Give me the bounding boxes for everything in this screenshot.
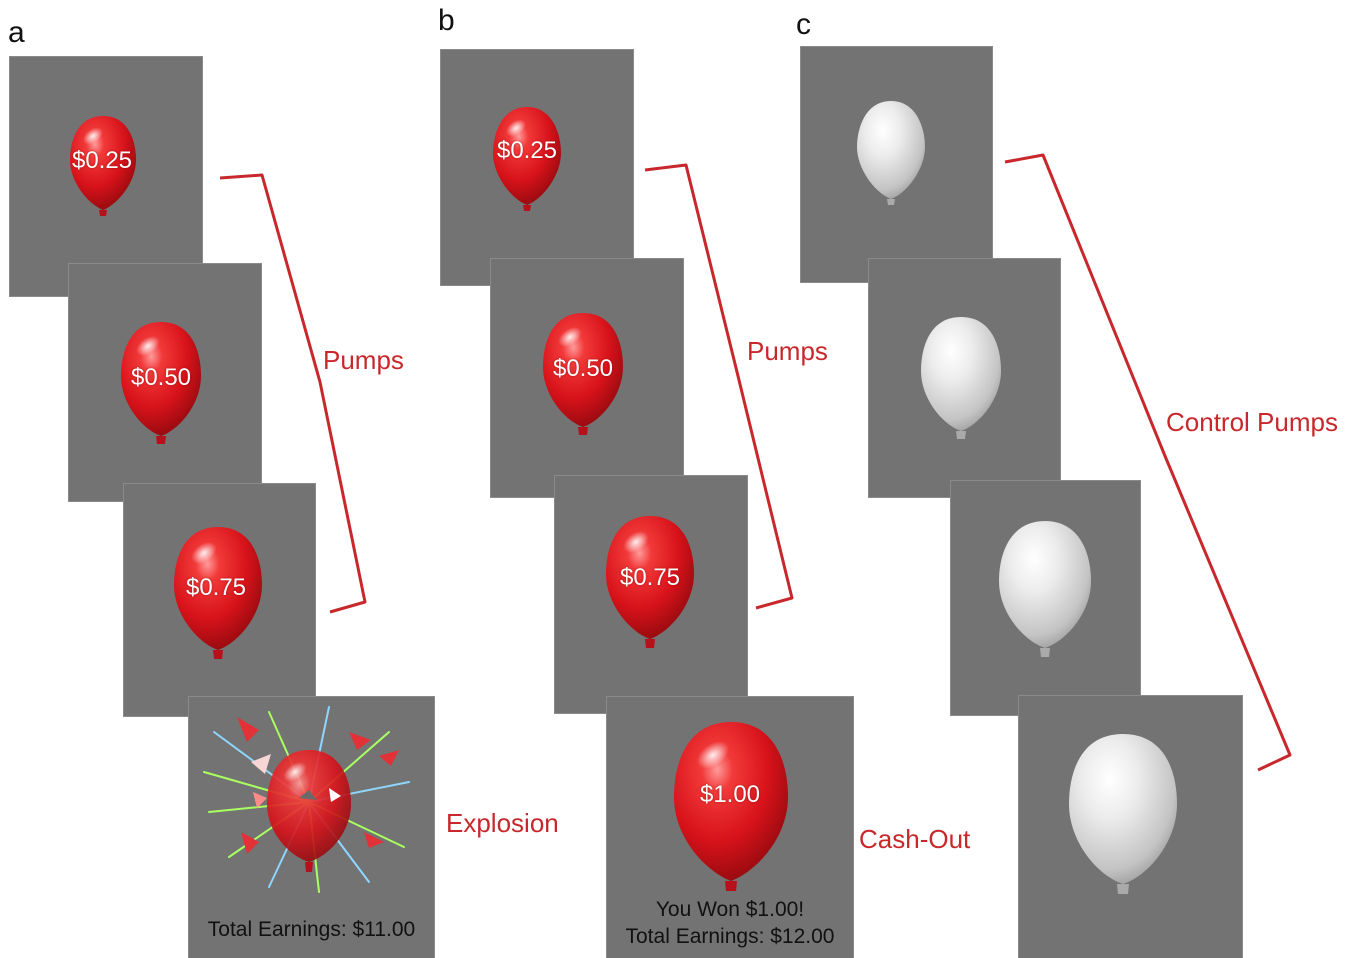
panel-c-frame-1 xyxy=(800,46,993,283)
you-won-caption: You Won $1.00! xyxy=(655,898,805,921)
earnings-caption: Total Earnings: $11.00 xyxy=(207,918,416,941)
balloon-white-icon xyxy=(1069,734,1177,894)
balloon-red-icon xyxy=(121,322,201,444)
balloon-red-icon xyxy=(70,116,136,216)
panel-b-frame-1: $0.25 xyxy=(440,49,634,286)
panel-a-frame-3: $0.75 xyxy=(123,483,316,717)
balloon-value-label: $0.50 xyxy=(552,355,614,382)
balloon-red-icon xyxy=(493,107,561,211)
balloon-white-icon xyxy=(999,521,1091,657)
balloon-white-icon xyxy=(921,317,1001,439)
balloon-value-label: $0.75 xyxy=(619,564,681,591)
panel-c-frame-2 xyxy=(868,258,1061,498)
panel-b-frame-4: $1.00 You Won $1.00! Total Earnings: $12… xyxy=(606,696,854,958)
pumps-label-b: Pumps xyxy=(747,336,828,366)
exploded-balloon-icon xyxy=(203,706,410,893)
balloon-red-icon xyxy=(543,313,623,435)
balloon-red-icon xyxy=(674,722,788,891)
balloon-white-icon xyxy=(857,101,925,205)
explosion-label: Explosion xyxy=(446,808,559,838)
panel-letter-a: a xyxy=(8,16,25,49)
pumps-label-a: Pumps xyxy=(323,345,404,375)
panel-a-frame-4: Total Earnings: $11.00 xyxy=(188,696,435,958)
panel-b-frame-3: $0.75 xyxy=(554,475,748,714)
panel-letter-c: c xyxy=(796,8,811,41)
balloon-value-label: $0.75 xyxy=(185,574,247,601)
balloon-value-label: $0.25 xyxy=(496,137,558,164)
earnings-caption: Total Earnings: $12.00 xyxy=(625,925,835,948)
balloon-red-icon xyxy=(606,516,694,648)
cash-out-label: Cash-Out xyxy=(859,824,971,854)
control-pumps-label: Control Pumps xyxy=(1166,407,1338,437)
panel-letter-b: b xyxy=(438,4,455,37)
panel-c-frame-3 xyxy=(950,480,1141,716)
balloon-value-label: $1.00 xyxy=(699,781,761,808)
balloon-value-label: $0.25 xyxy=(71,147,133,174)
panel-a-frame-2: $0.50 xyxy=(68,263,262,502)
panel-b-frame-2: $0.50 xyxy=(490,258,684,498)
balloon-value-label: $0.50 xyxy=(130,364,192,391)
panel-a-frame-1: $0.25 xyxy=(9,56,203,297)
panel-c-frame-4 xyxy=(1018,695,1243,958)
